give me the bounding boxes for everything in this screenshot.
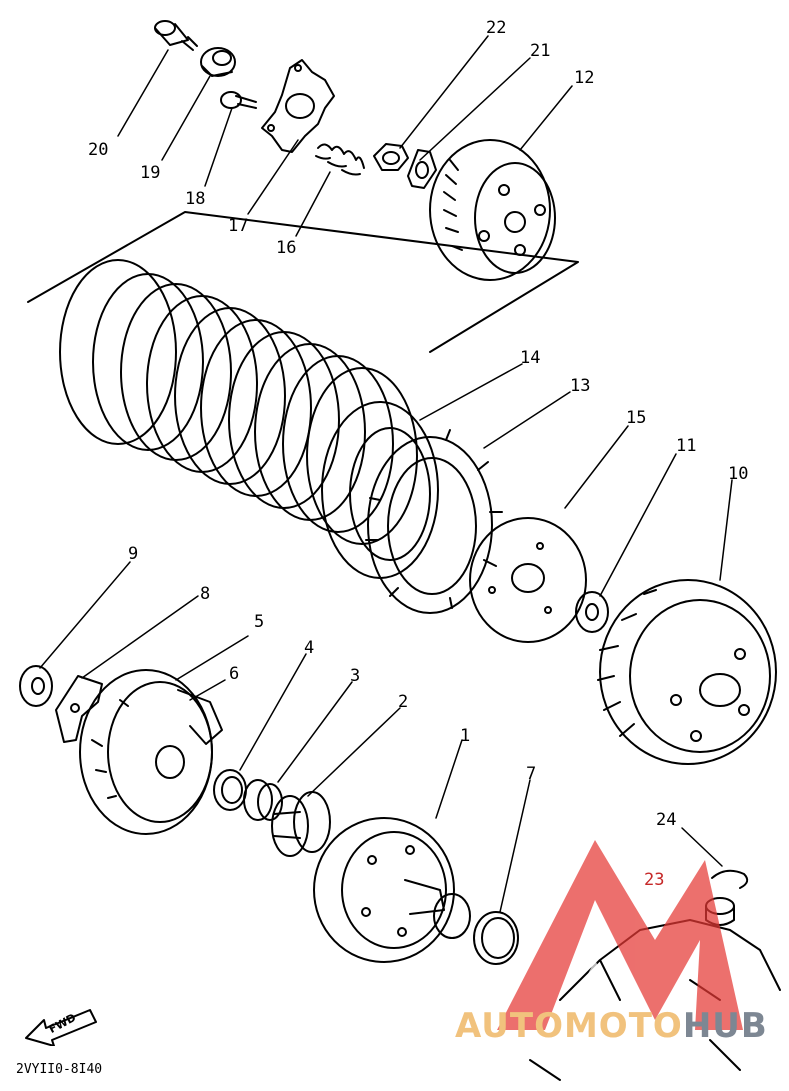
watermark-text: AUTOMOTOHUB bbox=[455, 1006, 768, 1046]
drawing-code: 2VYII0-8I40 bbox=[16, 1062, 103, 1077]
label-part-13: 13 bbox=[570, 376, 591, 396]
watermark-text-part1: AUTOMOTO bbox=[455, 1006, 683, 1046]
leader-lines bbox=[39, 35, 733, 913]
label-part-1: 1 bbox=[460, 726, 471, 746]
part-plates-stack bbox=[59, 259, 418, 545]
part-2-needle-bearing bbox=[271, 791, 331, 857]
label-part-2: 2 bbox=[398, 692, 409, 712]
label-part-23: 23 bbox=[644, 870, 665, 890]
label-part-3: 3 bbox=[350, 666, 361, 686]
label-part-7: 7 bbox=[526, 764, 537, 784]
plates-bracket-outline bbox=[27, 211, 579, 353]
label-part-24: 24 bbox=[656, 810, 677, 830]
part-13-friction-plate bbox=[365, 429, 503, 614]
label-part-18: 18 bbox=[185, 189, 206, 209]
part-21-lock-washer bbox=[407, 149, 437, 189]
label-part-6: 6 bbox=[229, 664, 240, 684]
part-20-bolt bbox=[154, 20, 198, 51]
label-part-22: 22 bbox=[486, 18, 507, 38]
part-12-clutch-boss bbox=[429, 139, 556, 281]
label-part-8: 8 bbox=[200, 584, 211, 604]
part-8-plate bbox=[55, 675, 103, 743]
part-19-bearing bbox=[200, 47, 236, 77]
part-18-screw bbox=[220, 91, 257, 109]
part-1-clutch-carrier bbox=[313, 817, 471, 963]
part-16-spring bbox=[315, 143, 365, 176]
part-15-pressure-plate bbox=[469, 517, 587, 643]
label-part-9: 9 bbox=[128, 544, 139, 564]
label-part-19: 19 bbox=[140, 163, 161, 183]
label-part-4: 4 bbox=[304, 638, 315, 658]
label-part-5: 5 bbox=[254, 612, 265, 632]
label-part-16: 16 bbox=[276, 238, 297, 258]
label-part-21: 21 bbox=[530, 41, 551, 61]
part-24-clip bbox=[711, 869, 749, 889]
part-17-pressure-plate bbox=[261, 59, 335, 153]
part-3-spacer bbox=[243, 779, 283, 821]
label-part-17: 17 bbox=[228, 216, 249, 236]
part-4-circlip bbox=[213, 769, 247, 811]
label-part-14: 14 bbox=[520, 348, 541, 368]
label-part-11: 11 bbox=[676, 436, 697, 456]
part-7-washer bbox=[473, 911, 519, 965]
part-22-nut bbox=[373, 143, 409, 171]
label-part-15: 15 bbox=[626, 408, 647, 428]
watermark-logo-icon bbox=[497, 840, 743, 1030]
part-10-clutch-housing bbox=[597, 579, 777, 765]
part-14-friction-plate bbox=[321, 401, 439, 579]
watermark-text-part2: HUB bbox=[682, 1006, 768, 1046]
label-part-12: 12 bbox=[574, 68, 595, 88]
part-9-washer bbox=[19, 665, 53, 707]
label-part-10: 10 bbox=[728, 464, 749, 484]
part-11-lock-washer bbox=[575, 591, 609, 633]
fwd-arrow-icon bbox=[25, 1009, 97, 1046]
label-part-20: 20 bbox=[88, 140, 109, 160]
part-5-6-centrifugal-clutch bbox=[79, 669, 223, 835]
